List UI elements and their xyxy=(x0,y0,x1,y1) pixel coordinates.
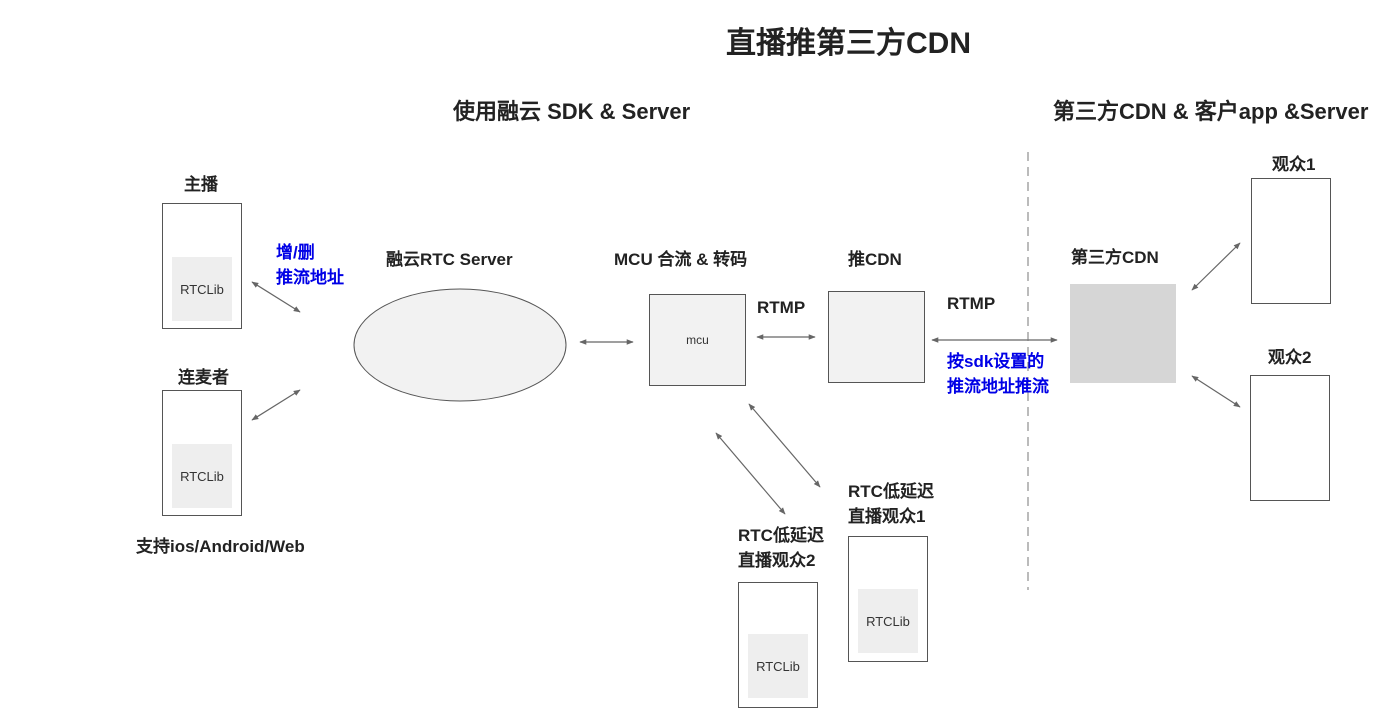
host-device: RTCLib xyxy=(162,203,242,329)
arrow-mcu-lowlatency1 xyxy=(748,403,821,488)
viewer-1-device xyxy=(1251,178,1331,304)
platforms-note: 支持ios/Android/Web xyxy=(136,537,305,556)
co-host-device: RTCLib xyxy=(162,390,242,516)
rtmp-label-1: RTMP xyxy=(757,298,806,317)
viewer-2-label: 观众2 xyxy=(1268,348,1312,367)
section-rongcloud-heading: 使用融云 SDK & Server xyxy=(453,99,691,124)
add-remove-push-url-note: 增/删 推流地址 xyxy=(276,243,344,287)
low-latency-viewer-1-label: RTC低延迟 直播观众1 xyxy=(848,482,934,526)
section-thirdparty-heading: 第三方CDN & 客户app &Server xyxy=(1053,99,1369,124)
low-latency-viewer-1-rtclib: RTCLib xyxy=(858,589,918,653)
viewer-2-device xyxy=(1250,375,1330,501)
host-label: 主播 xyxy=(184,175,218,194)
diagram-title: 直播推第三方CDN xyxy=(726,27,971,60)
low-latency-viewer-2-rtclib: RTCLib xyxy=(748,634,808,698)
third-party-cdn-label: 第三方CDN xyxy=(1071,248,1159,267)
arrow-mcu-lowlatency2 xyxy=(715,432,786,515)
low-latency-viewer-1-device: RTCLib xyxy=(848,536,928,662)
low-latency-viewer-2-device: RTCLib xyxy=(738,582,818,708)
arrow-cdn-viewer1 xyxy=(1191,242,1241,291)
mcu-label: MCU 合流 & 转码 xyxy=(614,250,748,269)
rtc-server-ellipse xyxy=(353,288,567,402)
mcu-box: mcu xyxy=(649,294,746,386)
third-party-cdn-box xyxy=(1070,284,1176,383)
arrow-cdn-viewer2 xyxy=(1191,375,1241,408)
co-host-label: 连麦者 xyxy=(178,368,229,387)
rtc-server-label: 融云RTC Server xyxy=(386,250,513,269)
push-cdn-box xyxy=(828,291,925,383)
push-cdn-label: 推CDN xyxy=(848,250,902,269)
rtmp-label-2: RTMP xyxy=(947,294,996,313)
arrow-host-server xyxy=(251,281,301,313)
co-host-rtclib: RTCLib xyxy=(172,444,232,508)
host-rtclib: RTCLib xyxy=(172,257,232,321)
viewer-1-label: 观众1 xyxy=(1272,155,1316,174)
low-latency-viewer-2-label: RTC低延迟 直播观众2 xyxy=(738,526,824,570)
arrow-comic-server xyxy=(251,389,301,421)
push-by-sdk-url-note: 按sdk设置的 推流地址推流 xyxy=(947,352,1049,396)
